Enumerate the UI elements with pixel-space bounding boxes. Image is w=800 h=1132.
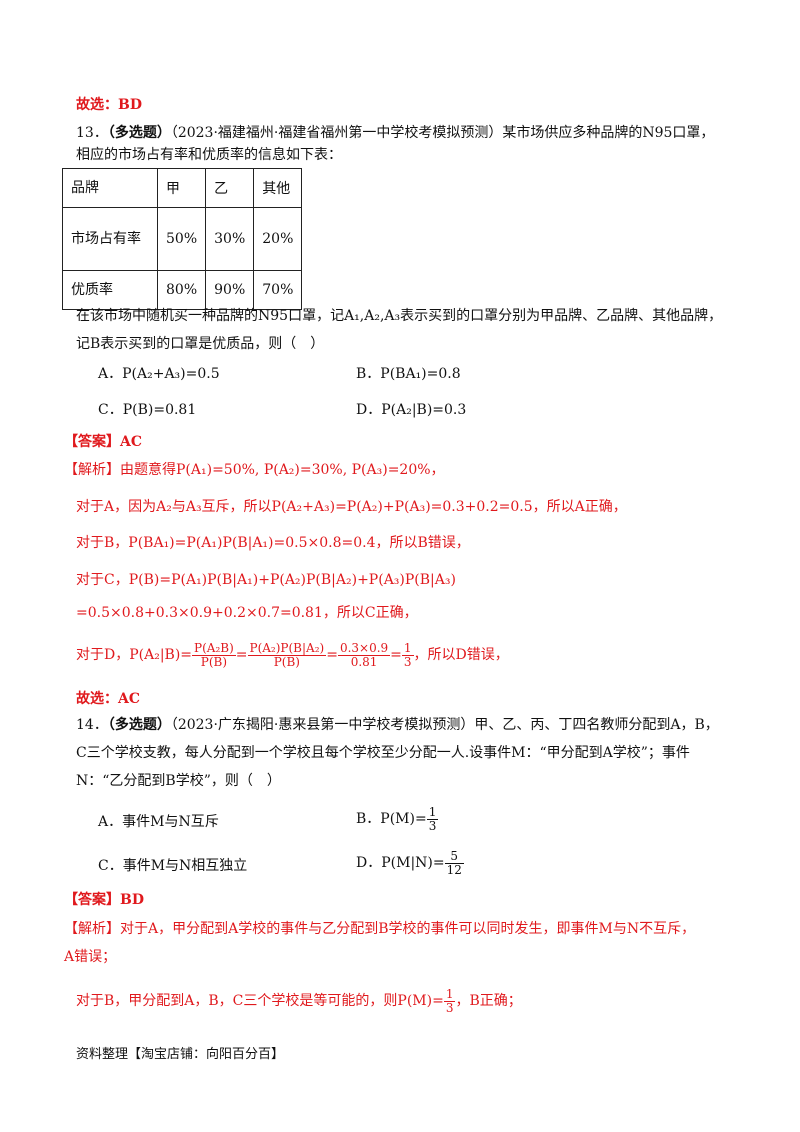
previous-answer: 故选：BD: [76, 97, 142, 113]
q14-stem-text: （2023·广东揭阳·惠来县第一中学校考模拟预测）甲、乙、丙、丁四名教师分配到A…: [170, 717, 719, 733]
fraction-numerator: 5: [444, 849, 464, 864]
q14-number: 14．: [76, 717, 108, 733]
q14-analysis-line1: 【解析】对于A，甲分配到A学校的事件与乙分配到B学校的事件可以同时发生，即事件M…: [64, 921, 696, 937]
q13-option-d: D．P(A₂|B)=0.3: [356, 402, 467, 418]
fraction-denominator: 0.81: [350, 654, 378, 669]
fraction-numerator: 0.3×0.9: [337, 640, 391, 656]
table-cell: 优质率: [62, 270, 158, 310]
fraction-denominator: 3: [428, 818, 437, 833]
page-footer: 资料整理【淘宝店铺：向阳百分百】: [76, 1047, 285, 1062]
table-cell: 30%: [205, 207, 255, 271]
table-cell: 90%: [205, 270, 255, 310]
table-cell: 市场占有率: [62, 207, 158, 271]
q13-number: 13．: [76, 125, 108, 141]
q13-tag: （多选题）: [107, 125, 171, 141]
q14-analysis-line3-post: ，B正确；: [455, 993, 522, 1009]
q13-analysis-line1: 【解析】由题意得P(A₁)=50%, P(A₂)=30%, P(A₃)=20%，: [64, 462, 445, 478]
table-row: 市场占有率 50% 30% 20%: [62, 207, 303, 271]
q14-option-b-pre: B．P(M)=: [356, 811, 427, 827]
q14-tag: （多选题）: [107, 717, 171, 733]
q13-analysis-line6-pre: 对于D，P(A₂|B)=: [76, 647, 193, 663]
q13-final-answer: 故选：AC: [76, 691, 141, 707]
q13-analysis-line3: 对于B，P(BA₁)=P(A₁)P(B|A₁)=0.5×0.8=0.4，所以B错…: [76, 535, 470, 551]
equals-sign: =: [326, 647, 338, 663]
table-row: 品牌 甲 乙 其他: [62, 168, 303, 208]
q14-option-a: A．事件M与N互斥: [98, 814, 219, 830]
fraction-denominator: 12: [446, 862, 462, 877]
fraction-denominator: P(B): [273, 654, 300, 669]
fraction-denominator: 3: [445, 1000, 454, 1015]
table-cell: 50%: [156, 207, 207, 271]
table-cell: 80%: [156, 270, 207, 310]
q13-answer: 【答案】AC: [64, 434, 143, 450]
fraction: P(A₂B)P(B): [192, 640, 236, 669]
table-cell: 甲: [156, 168, 207, 208]
q14-option-d-pre: D．P(M|N)=: [356, 855, 445, 871]
q14-stem-line3: N：“乙分配到B学校”，则（ ）: [76, 773, 281, 789]
table-cell: 乙: [205, 168, 255, 208]
q13-stem-line1: 13．（多选题）（2023·福建福州·福建省福州第一中学校考模拟预测）某市场供应…: [76, 123, 714, 143]
q13-option-a: A．P(A₂+A₃)=0.5: [98, 366, 220, 382]
table-cell: 20%: [253, 207, 303, 271]
q13-option-c: C．P(B)=0.81: [98, 402, 197, 418]
q14-answer: 【答案】BD: [64, 892, 144, 908]
q14-analysis-line3-pre: 对于B，甲分配到A，B，C三个学校是等可能的，则P(M)=: [76, 993, 444, 1009]
fraction-numerator: 1: [426, 804, 439, 820]
q14-stem-line2: C三个学校支教，每人分配到一个学校且每个学校至少分配一人.设事件M：“甲分配到A…: [76, 745, 690, 761]
q14-analysis-line2: A错误；: [64, 949, 117, 965]
fraction-numerator: P(A₂B): [192, 640, 236, 656]
table-cell: 70%: [253, 270, 303, 310]
q13-table: 品牌 甲 乙 其他 市场占有率 50% 30% 20% 优质率 80% 90% …: [62, 168, 303, 310]
fraction-numerator: P(A₂)P(B|A₂): [247, 640, 327, 656]
q13-option-b: B．P(BA₁)=0.8: [356, 366, 461, 382]
q14-stem-line1: 14．（多选题）（2023·广东揭阳·惠来县第一中学校考模拟预测）甲、乙、丙、丁…: [76, 715, 719, 735]
fraction-numerator: 1: [401, 640, 414, 656]
q13-analysis-line5: =0.5×0.8+0.3×0.9+0.2×0.7=0.81，所以C正确，: [76, 605, 418, 621]
q14-option-c: C．事件M与N相互独立: [98, 858, 248, 874]
q13-stem-text: （2023·福建福州·福建省福州第一中学校考模拟预测）某市场供应多种品牌的N95…: [170, 125, 715, 141]
q13-after-line2: 记B表示买到的口罩是优质品，则（ ）: [76, 336, 325, 352]
q13-analysis-line6-post: ，所以D错误，: [413, 647, 509, 663]
fraction-denominator: 3: [403, 654, 412, 669]
equals-sign: =: [235, 647, 248, 663]
fraction-denominator: P(B): [200, 654, 228, 669]
q13-analysis-line2: 对于A，因为A₂与A₃互斥，所以P(A₂+A₃)=P(A₂)+P(A₃)=0.3…: [76, 499, 627, 515]
table-cell: 品牌: [62, 168, 158, 208]
q13-stem-line2: 相应的市场占有率和优质率的信息如下表：: [76, 147, 342, 163]
equals-sign: =: [390, 647, 402, 663]
q13-analysis-line4: 对于C，P(B)=P(A₁)P(B|A₁)+P(A₂)P(B|A₂)+P(A₃)…: [76, 572, 456, 588]
fraction-numerator: 1: [443, 986, 456, 1002]
table-cell: 其他: [253, 168, 303, 208]
q13-analysis-line6: 对于D，P(A₂|B)=P(A₂B)P(B)=P(A₂)P(B|A₂)P(B)=…: [76, 638, 509, 672]
fraction: P(A₂)P(B|A₂)P(B): [247, 640, 327, 669]
q13-after-line1: 在该市场中随机买一种品牌的N95口罩，记A₁,A₂,A₃表示买到的口罩分别为甲品…: [76, 308, 723, 324]
table-row: 优质率 80% 90% 70%: [62, 270, 303, 310]
